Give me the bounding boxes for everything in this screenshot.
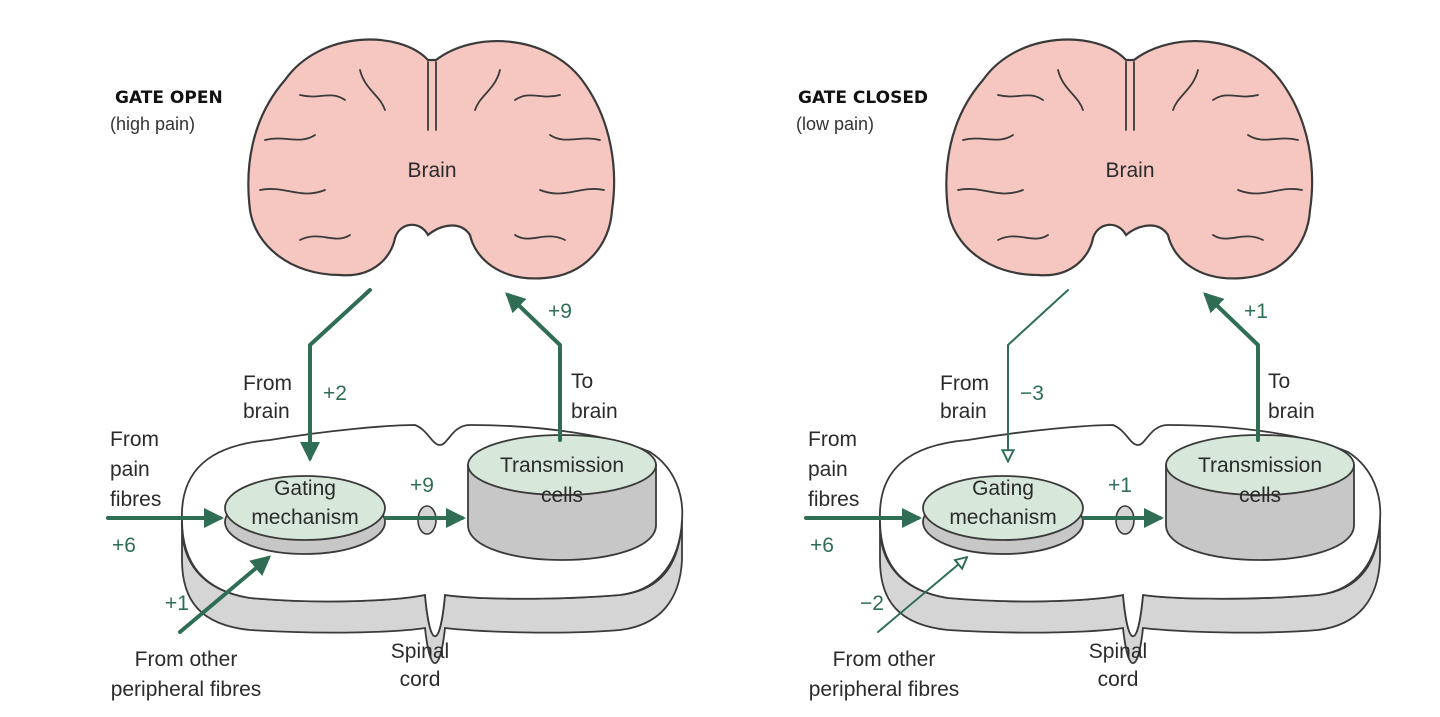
from-pain-value: +6 [810,534,834,557]
gate-output-value: +9 [410,474,434,497]
from-brain-arrow [300,288,372,462]
from-brain-value: −3 [1020,382,1044,405]
from-other-arrow [178,555,272,634]
panel-title: GATE OPEN [115,88,223,108]
brain-label: Brain [407,159,456,182]
brain-label: Brain [1105,159,1154,182]
panel-subtitle: (low pain) [796,114,874,134]
to-brain-arrow [1203,292,1260,442]
to-brain-value: +1 [1244,300,1268,323]
from-other-value: +1 [165,592,189,615]
from-other-arrow [877,558,966,633]
gate-output-value: +1 [1108,474,1132,497]
to-brain-arrow [505,292,562,442]
from-brain-value: +2 [323,382,347,405]
panel-subtitle: (high pain) [110,114,195,134]
to-brain-value: +9 [548,300,572,323]
from-pain-value: +6 [112,534,136,557]
from-brain-arrow [1008,289,1069,460]
spinal-cord-and-brain-art [878,38,1382,665]
from-other-value: −2 [860,592,884,615]
panel-title: GATE CLOSED [798,88,928,108]
